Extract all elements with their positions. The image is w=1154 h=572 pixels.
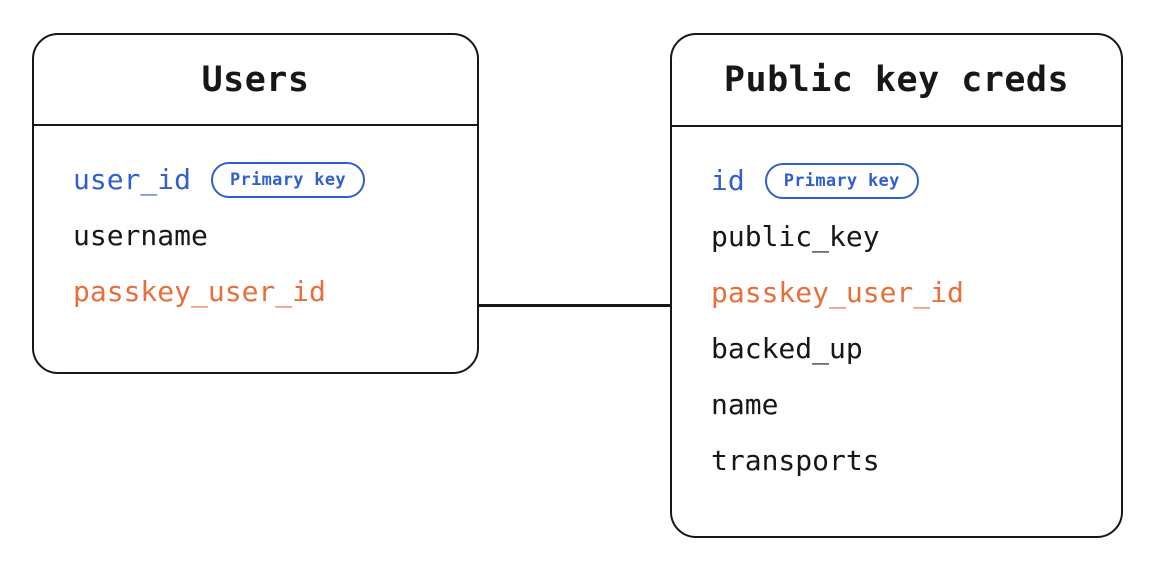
primary-key-badge-label: Primary key <box>230 169 346 190</box>
field-name-transports: transports <box>711 444 880 477</box>
primary-key-badge-label: Primary key <box>783 170 900 191</box>
entity-title-public-key-creds: Public key creds <box>723 60 1070 100</box>
relationship-connector-users-public-key-creds <box>478 304 672 307</box>
entity-fields-public-key-creds: id Primary key public_key passkey_user_i… <box>672 127 1121 489</box>
field-name-public-key: public_key <box>711 220 880 253</box>
field-name-name: name <box>711 388 779 421</box>
field-name-id: id <box>711 164 745 197</box>
primary-key-badge-users: Primary key <box>211 162 365 198</box>
field-row-backed-up[interactable]: backed_up <box>672 321 1121 377</box>
entity-fields-users: user_id Primary key username passkey_use… <box>34 126 477 320</box>
entity-box-users[interactable]: Users user_id Primary key username passk… <box>32 33 479 374</box>
field-row-passkey-user-id-creds[interactable]: passkey_user_id <box>672 265 1121 321</box>
field-row-user-id[interactable]: user_id Primary key <box>34 152 477 208</box>
entity-header-users: Users <box>34 35 477 126</box>
entity-header-public-key-creds: Public key creds <box>672 35 1121 127</box>
field-row-public-key[interactable]: public_key <box>672 209 1121 265</box>
primary-key-badge-public-key-creds: Primary key <box>764 163 919 199</box>
entity-box-public-key-creds[interactable]: Public key creds id Primary key public_k… <box>670 33 1123 538</box>
field-name-passkey-user-id: passkey_user_id <box>711 276 964 309</box>
field-row-username[interactable]: username <box>34 208 477 264</box>
field-row-name[interactable]: name <box>672 377 1121 433</box>
field-row-passkey-user-id-users[interactable]: passkey_user_id <box>34 264 477 320</box>
field-row-transports[interactable]: transports <box>672 433 1121 489</box>
field-name-backed-up: backed_up <box>711 332 863 365</box>
field-row-id[interactable]: id Primary key <box>672 153 1121 209</box>
entity-title-users: Users <box>201 59 310 100</box>
field-name-passkey-user-id: passkey_user_id <box>73 275 326 308</box>
field-name-username: username <box>73 219 208 252</box>
field-name-user-id: user_id <box>73 163 192 196</box>
